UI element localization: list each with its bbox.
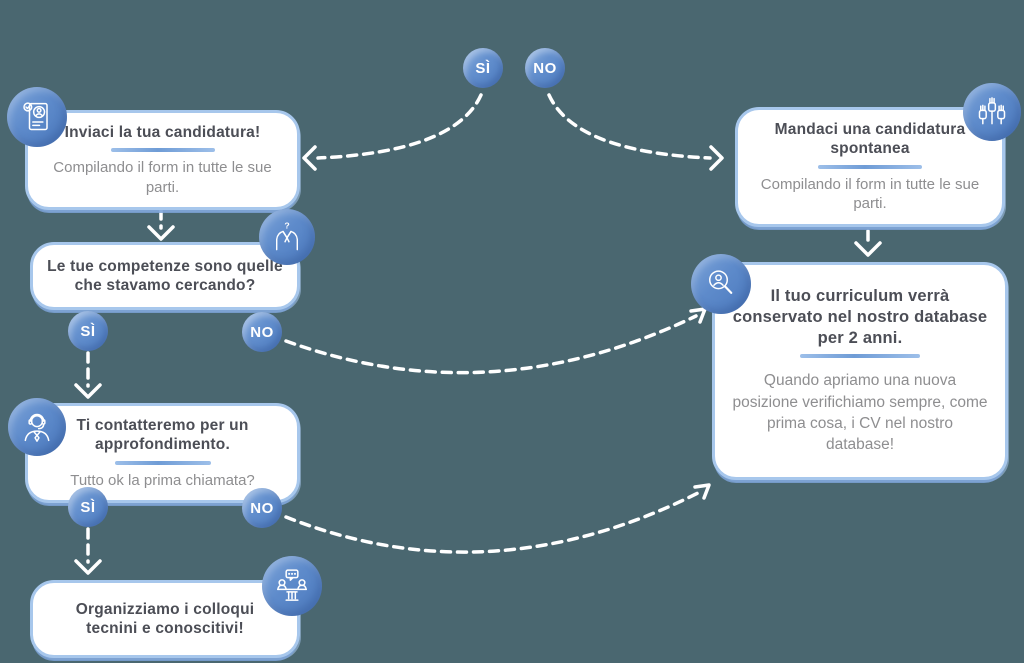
arrowhead-left [302, 145, 317, 171]
cv-document-icon [7, 87, 67, 147]
badge-top-yes: SÌ [463, 48, 503, 88]
title-underline [114, 460, 211, 465]
cv-document-icon [23, 102, 48, 131]
node-colloqui: Organizziamo i colloqui tecnini e conosc… [30, 580, 300, 658]
arrowhead-down-2 [74, 383, 102, 399]
node-database: Il tuo curriculum verrà conservato nel n… [712, 262, 1008, 480]
meeting-icon [262, 556, 322, 616]
badge-label: NO [533, 59, 557, 77]
headset-person-icon [24, 413, 50, 442]
title-underline [818, 164, 922, 169]
headset-person-icon [8, 398, 66, 456]
node-title: Ti contatteremo per un approfondimento. [76, 417, 249, 454]
arrowhead-right [709, 145, 724, 171]
arrowhead-down-1 [147, 225, 175, 241]
badge-q2-no: NO [242, 488, 282, 528]
node-apply: Inviaci la tua candidatura! Compilando i… [25, 110, 300, 211]
arrow-top-no-to-spontanea [547, 93, 712, 160]
arrowhead-upright-1 [689, 307, 707, 324]
node-body: Quando apriamo una nuova posizione verif… [732, 372, 988, 454]
raised-hands-icon [963, 83, 1021, 141]
arrowhead-down-4 [854, 241, 882, 257]
search-person-icon [709, 270, 733, 294]
node-subtitle: Compilando il form in tutte le sue parti… [53, 159, 272, 196]
arrowhead-upright-2 [693, 483, 711, 500]
node-contact: Ti contatteremo per un approfondimento. … [25, 403, 300, 504]
badge-label: SÌ [80, 498, 96, 516]
search-person-icon [691, 254, 751, 314]
badge-label: NO [250, 323, 274, 341]
node-title: Il tuo curriculum verrà conservato nel n… [732, 287, 988, 347]
badge-label: SÌ [80, 322, 96, 340]
node-title: Le tue competenze sono quelle che stavam… [47, 257, 283, 294]
badge-label: NO [250, 499, 274, 517]
node-subtitle: Tutto ok la prima chiamata? [70, 471, 255, 489]
arrowhead-down-3 [74, 559, 102, 575]
arrow-q1-no-to-database [284, 314, 698, 375]
arrow-top-yes-to-apply [316, 93, 483, 160]
suit-question-icon: ? [275, 220, 299, 251]
node-competenze: Le tue competenze sono quelle che stavam… [30, 242, 300, 310]
node-subtitle: Compilando il form in tutte le sue parti… [760, 175, 980, 213]
node-title: Inviaci la tua candidatura! [64, 124, 261, 141]
title-underline [800, 354, 920, 359]
node-spontanea: Mandaci una candidatura spontanea Compil… [735, 107, 1005, 227]
badge-label: SÌ [475, 59, 491, 77]
badge-q2-yes: SÌ [68, 487, 108, 527]
badge-q1-no: NO [242, 312, 282, 352]
node-title: Organizziamo i colloqui tecnini e conosc… [75, 600, 255, 637]
title-underline [110, 148, 215, 153]
svg-text:?: ? [284, 220, 289, 230]
badge-top-no: NO [525, 48, 565, 88]
badge-q1-yes: SÌ [68, 311, 108, 351]
suit-question-icon: ? [259, 209, 315, 265]
node-title: Mandaci una candidatura spontanea [774, 121, 966, 158]
raised-hands-icon [978, 97, 1006, 125]
meeting-icon [277, 569, 307, 601]
arrow-q2-no-to-database [284, 490, 702, 554]
